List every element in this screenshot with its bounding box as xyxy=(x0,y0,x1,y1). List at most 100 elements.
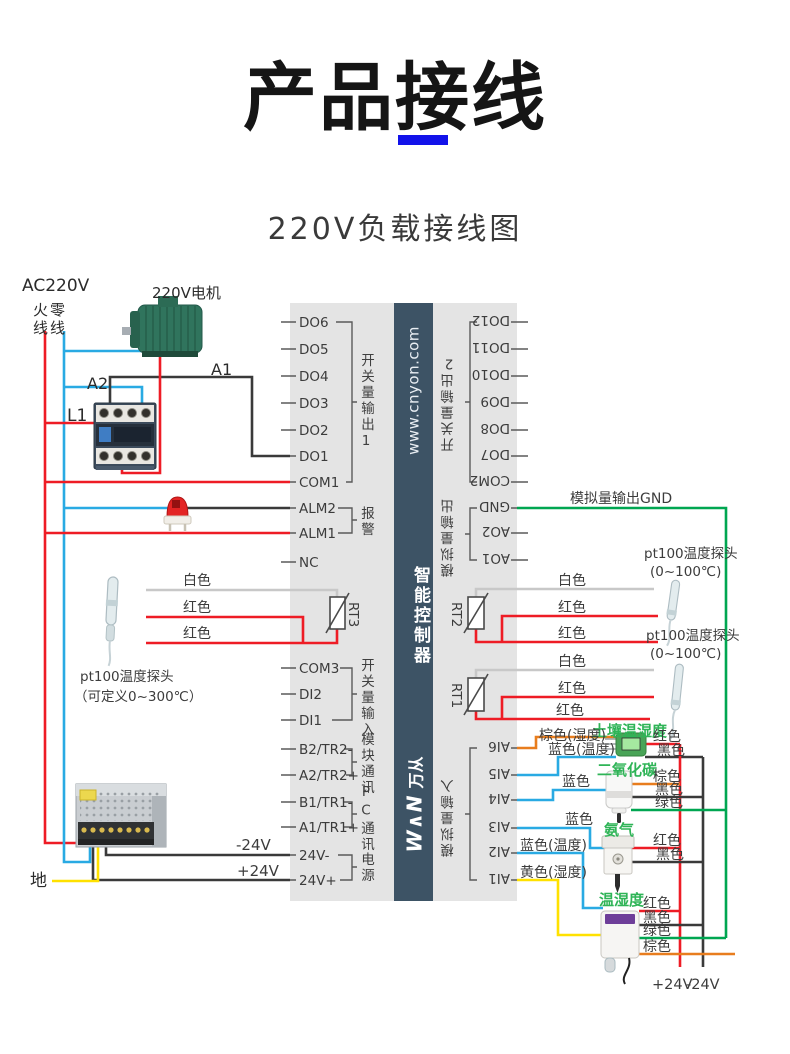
terminal-do4: DO4 xyxy=(299,369,329,385)
bracket-power xyxy=(338,854,357,881)
rt1-wire-red1-label: 红色 xyxy=(558,680,586,697)
nh3-red-label: 红色 xyxy=(653,832,681,849)
rt2-label: RT2 xyxy=(448,602,464,627)
a1-label: A1 xyxy=(211,360,232,379)
wire-ai1-yellow xyxy=(517,878,603,937)
psu-neg24-label: -24V xyxy=(236,836,271,854)
group-analog-out: 模拟量输出 xyxy=(441,497,457,577)
rt1-wire-red2-label: 红色 xyxy=(556,702,584,719)
ai5-wire-label: 蓝色(温度) xyxy=(548,741,615,758)
bracket-module-comm xyxy=(344,748,357,776)
soil-sensor-image xyxy=(605,732,647,757)
nh3-sensor-label: 氨气 xyxy=(604,821,634,839)
terminal-ai3: AI3 xyxy=(488,818,510,834)
psu-pos24-label: +24V xyxy=(237,862,280,880)
wire-ai4-blue xyxy=(517,788,607,802)
terminal-a2tr2: A2/TR2+ xyxy=(299,768,359,784)
terminal-do9: DO9 xyxy=(480,393,510,409)
ai4-wire-label: 蓝色 xyxy=(562,773,590,790)
brand-logo-name: 万从 xyxy=(406,756,425,789)
terminal-do3: DO3 xyxy=(299,396,329,412)
th-sensor-image xyxy=(600,910,640,985)
probe-left-title: pt100温度探头 xyxy=(80,669,174,685)
terminal-ao2: AO2 xyxy=(482,523,510,539)
rt2-wire-red1-label: 红色 xyxy=(558,599,586,616)
th-red-label: 红色 xyxy=(643,895,671,912)
th-green-label: 绿色 xyxy=(643,922,671,939)
live-wire-suffix: 线 xyxy=(33,319,48,337)
wire-ai6-brown xyxy=(517,735,616,750)
probe1-range: (0~100℃) xyxy=(650,564,721,580)
nh3-black-label: 黑色 xyxy=(656,846,684,863)
terminal-di2: DI2 xyxy=(299,687,322,703)
ac220v-label: AC220V xyxy=(22,276,90,296)
pt100-probe-right1-image xyxy=(666,579,681,647)
terminal-gnd: GND xyxy=(479,498,510,514)
brand-logo: W∧N 万从 xyxy=(395,750,434,860)
rt1-label: RT1 xyxy=(448,683,464,708)
terminal-do1: DO1 xyxy=(299,449,329,465)
ai3-wire-label: 蓝色 xyxy=(565,811,593,828)
co2-black-label: 黑色 xyxy=(655,781,683,798)
terminal-ai1: AI1 xyxy=(488,870,510,886)
bracket-analog-in xyxy=(465,747,477,881)
alarm-lamp-image xyxy=(163,496,192,531)
brand-logo-mark: W∧N xyxy=(402,794,426,853)
wire-rt1-white xyxy=(474,668,654,678)
wire-ai2-blue xyxy=(517,851,603,910)
th-brown-label: 棕色 xyxy=(643,938,671,955)
wire-rt2-red2 xyxy=(474,629,658,644)
probe-left-range: （可定义0~300℃） xyxy=(74,689,202,705)
wire-rt3-red2 xyxy=(146,629,339,645)
soil-black-label: 黑色 xyxy=(657,742,685,759)
co2-green-label: 绿色 xyxy=(655,794,683,811)
rt3-wire-red1-label: 红色 xyxy=(183,599,211,616)
terminal-24vpos: 24V+ xyxy=(299,873,337,889)
ai2-wire-label: 蓝色(温度) xyxy=(520,837,587,854)
controller-name: 智能控制器 xyxy=(410,566,430,666)
pt100-probe-right2-image xyxy=(668,663,684,741)
co2-sensor-image xyxy=(605,770,633,823)
page-title: 产品接线 xyxy=(243,55,547,141)
power-supply-image xyxy=(75,783,167,848)
wire-gnd-green-bus xyxy=(517,506,728,938)
co2-sensor-label: 二氧化碳 xyxy=(597,761,658,779)
ai1-wire-label: 黄色(湿度) xyxy=(520,864,587,881)
terminal-b1tr1: B1/TR1- xyxy=(299,795,353,811)
terminal-ai6: AI6 xyxy=(488,738,510,754)
terminal-do10: DO10 xyxy=(472,366,510,382)
terminal-a1tr1: A1/TR1+ xyxy=(299,820,359,836)
bracket-alarm xyxy=(338,507,357,534)
th-sensor-label: 温湿度 xyxy=(599,891,645,909)
pt100-probe-left-image xyxy=(105,576,119,667)
rt2-resistor-symbol xyxy=(463,592,489,634)
group-switch-out2: 开关量输出2 xyxy=(441,353,457,452)
ai6-wire-label: 棕色(湿度) xyxy=(539,727,606,744)
wire-rt2-red1 xyxy=(500,614,658,642)
group-power: 电源 xyxy=(358,852,374,884)
soil-red-label: 红色 xyxy=(653,728,681,745)
contactor-image xyxy=(93,402,157,470)
terminal-do8: DO8 xyxy=(480,420,510,436)
nh3-sensor-image xyxy=(601,835,635,893)
rt2-wire-red2-label: 红色 xyxy=(558,625,586,642)
a2-label: A2 xyxy=(87,374,108,393)
rt1-wire-white-label: 白色 xyxy=(558,653,586,670)
group-pc-comm: PC通讯 xyxy=(358,784,374,853)
soil-sensor-label: 土壤温湿度 xyxy=(592,722,668,740)
wire-rt1-red1 xyxy=(500,695,654,719)
terminal-24vneg: 24V- xyxy=(299,848,330,864)
diagram-subtitle: 220V负载接线图 xyxy=(267,212,523,247)
rt2-wire-white-label: 白色 xyxy=(558,572,586,589)
terminal-do12: DO12 xyxy=(472,312,510,328)
rt3-label: RT3 xyxy=(345,602,361,627)
terminal-ai4: AI4 xyxy=(488,790,510,806)
bracket-switch-out1 xyxy=(336,321,357,483)
group-switch-in: 开关量输入 xyxy=(358,658,374,738)
group-alarm: 报警 xyxy=(358,506,374,538)
rt1-resistor-symbol xyxy=(463,673,489,716)
analog-gnd-label: 模拟量输出GND xyxy=(570,491,672,507)
rt3-wire-white-label: 白色 xyxy=(183,572,211,589)
rt3-resistor-symbol xyxy=(325,592,350,634)
